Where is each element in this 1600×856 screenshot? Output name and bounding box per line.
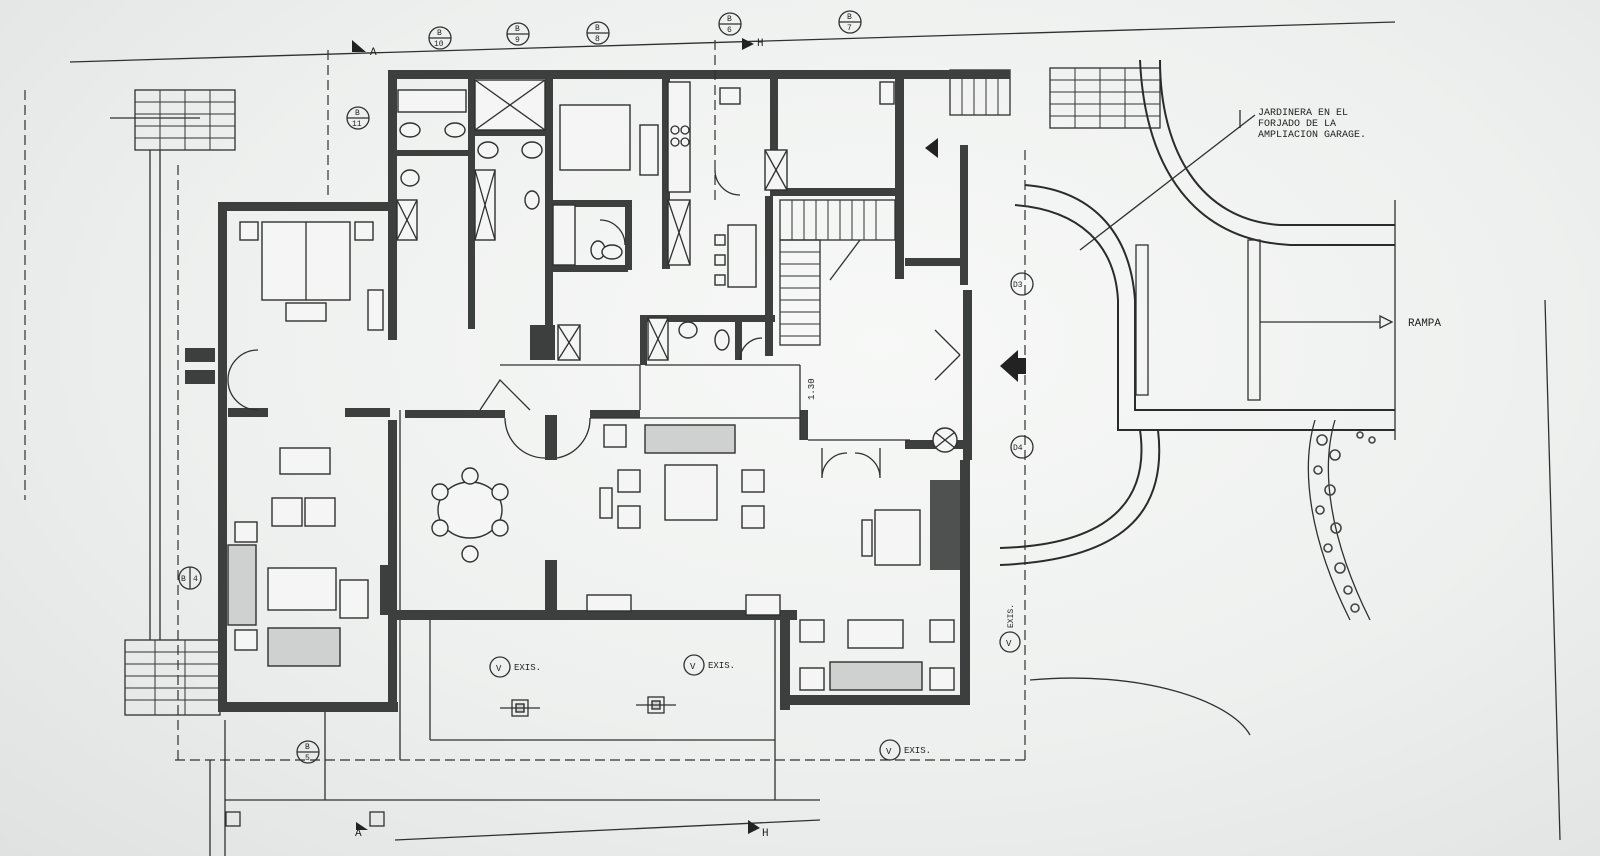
exis-4-label: EXIS. [1007,604,1016,628]
garage-note-line3: AMPLIACION GARAGE. [1258,130,1366,141]
grid-b4-top: B [181,575,186,584]
exis-marker-2: V EXIS. [683,654,735,676]
exis-2-v: V [690,662,696,672]
note-leader [1079,110,1256,251]
driveway [999,59,1396,736]
existing-markers: V EXIS. V EXIS. V EXIS. V EXIS. [489,604,1021,761]
reference-lines [24,21,1561,856]
grid-marker-b11: B 11 [346,106,370,130]
section-a-top: A [370,47,377,59]
grid-marker-b8: B 8 [586,21,610,45]
grid-b6-top: B [727,15,732,24]
left-steps [124,89,236,716]
garage-note-line1: JARDINERA EN EL [1258,108,1348,119]
height-mark: 1.30 [807,378,817,400]
grid-b4-bottom: 4 [193,575,198,584]
garage-note-line2: FORJADO DE LA [1258,119,1336,130]
exis-marker-1: V EXIS. [489,656,541,678]
section-h-top: H [757,38,764,50]
exis-1-label: EXIS. [514,663,541,673]
grid-marker-b6: B 6 [718,12,742,36]
exis-2-label: EXIS. [708,661,735,671]
section-h-bottom: H [762,828,769,840]
interior-lines [324,40,910,800]
grid-b6-bottom: 6 [727,26,732,35]
porch-columns [225,696,676,827]
exis-3-label: EXIS. [904,746,931,756]
exis-3-v: V [886,747,892,757]
grid-b9-bottom: 9 [515,36,520,45]
furniture [227,79,958,691]
planter-hatch [1307,419,1376,621]
grid-b5-top: B [305,743,310,752]
grid-marker-d3: D3 [1010,272,1034,296]
walls [185,70,1010,712]
staircase [779,199,896,346]
grid-b7-bottom: 7 [847,24,852,33]
grid-marker-d4: D4 [1010,435,1034,459]
annotation-texts: JARDINERA EN EL FORJADO DE LA AMPLIACION… [355,38,1441,840]
door-swings [227,169,961,479]
grid-b8-top: B [595,24,600,33]
grid-marker-b4: B 4 [178,566,202,590]
grid-b9-top: B [515,25,520,34]
grid-b5-bottom: 5 [305,754,310,763]
grid-markers: B 10 B 9 B 8 B 6 B 7 [178,10,1034,764]
grid-b10-top: B [437,29,442,38]
exis-1-v: V [496,664,502,674]
grid-marker-b9: B 9 [506,22,530,46]
grid-b10-bottom: 10 [434,40,444,49]
grid-marker-b5: B 5 [296,740,320,764]
exis-4-v: V [1006,639,1012,649]
grid-marker-b10: B 10 [428,26,452,50]
entry-arrows [352,38,1026,834]
grid-b7-top: B [847,13,852,22]
exis-marker-3: V EXIS. [879,739,931,761]
grid-b11-top: B [355,109,360,118]
grid-marker-b7: B 7 [838,10,862,34]
grid-d4-label: D4 [1013,444,1023,453]
exis-marker-4: V EXIS. [999,604,1021,653]
grid-b11-bottom: 11 [352,120,362,129]
section-a-bottom: A [355,828,362,840]
grid-b8-bottom: 8 [595,35,600,44]
grid-d3-label: D3 [1013,281,1023,290]
ramp-label: RAMPA [1408,318,1441,330]
